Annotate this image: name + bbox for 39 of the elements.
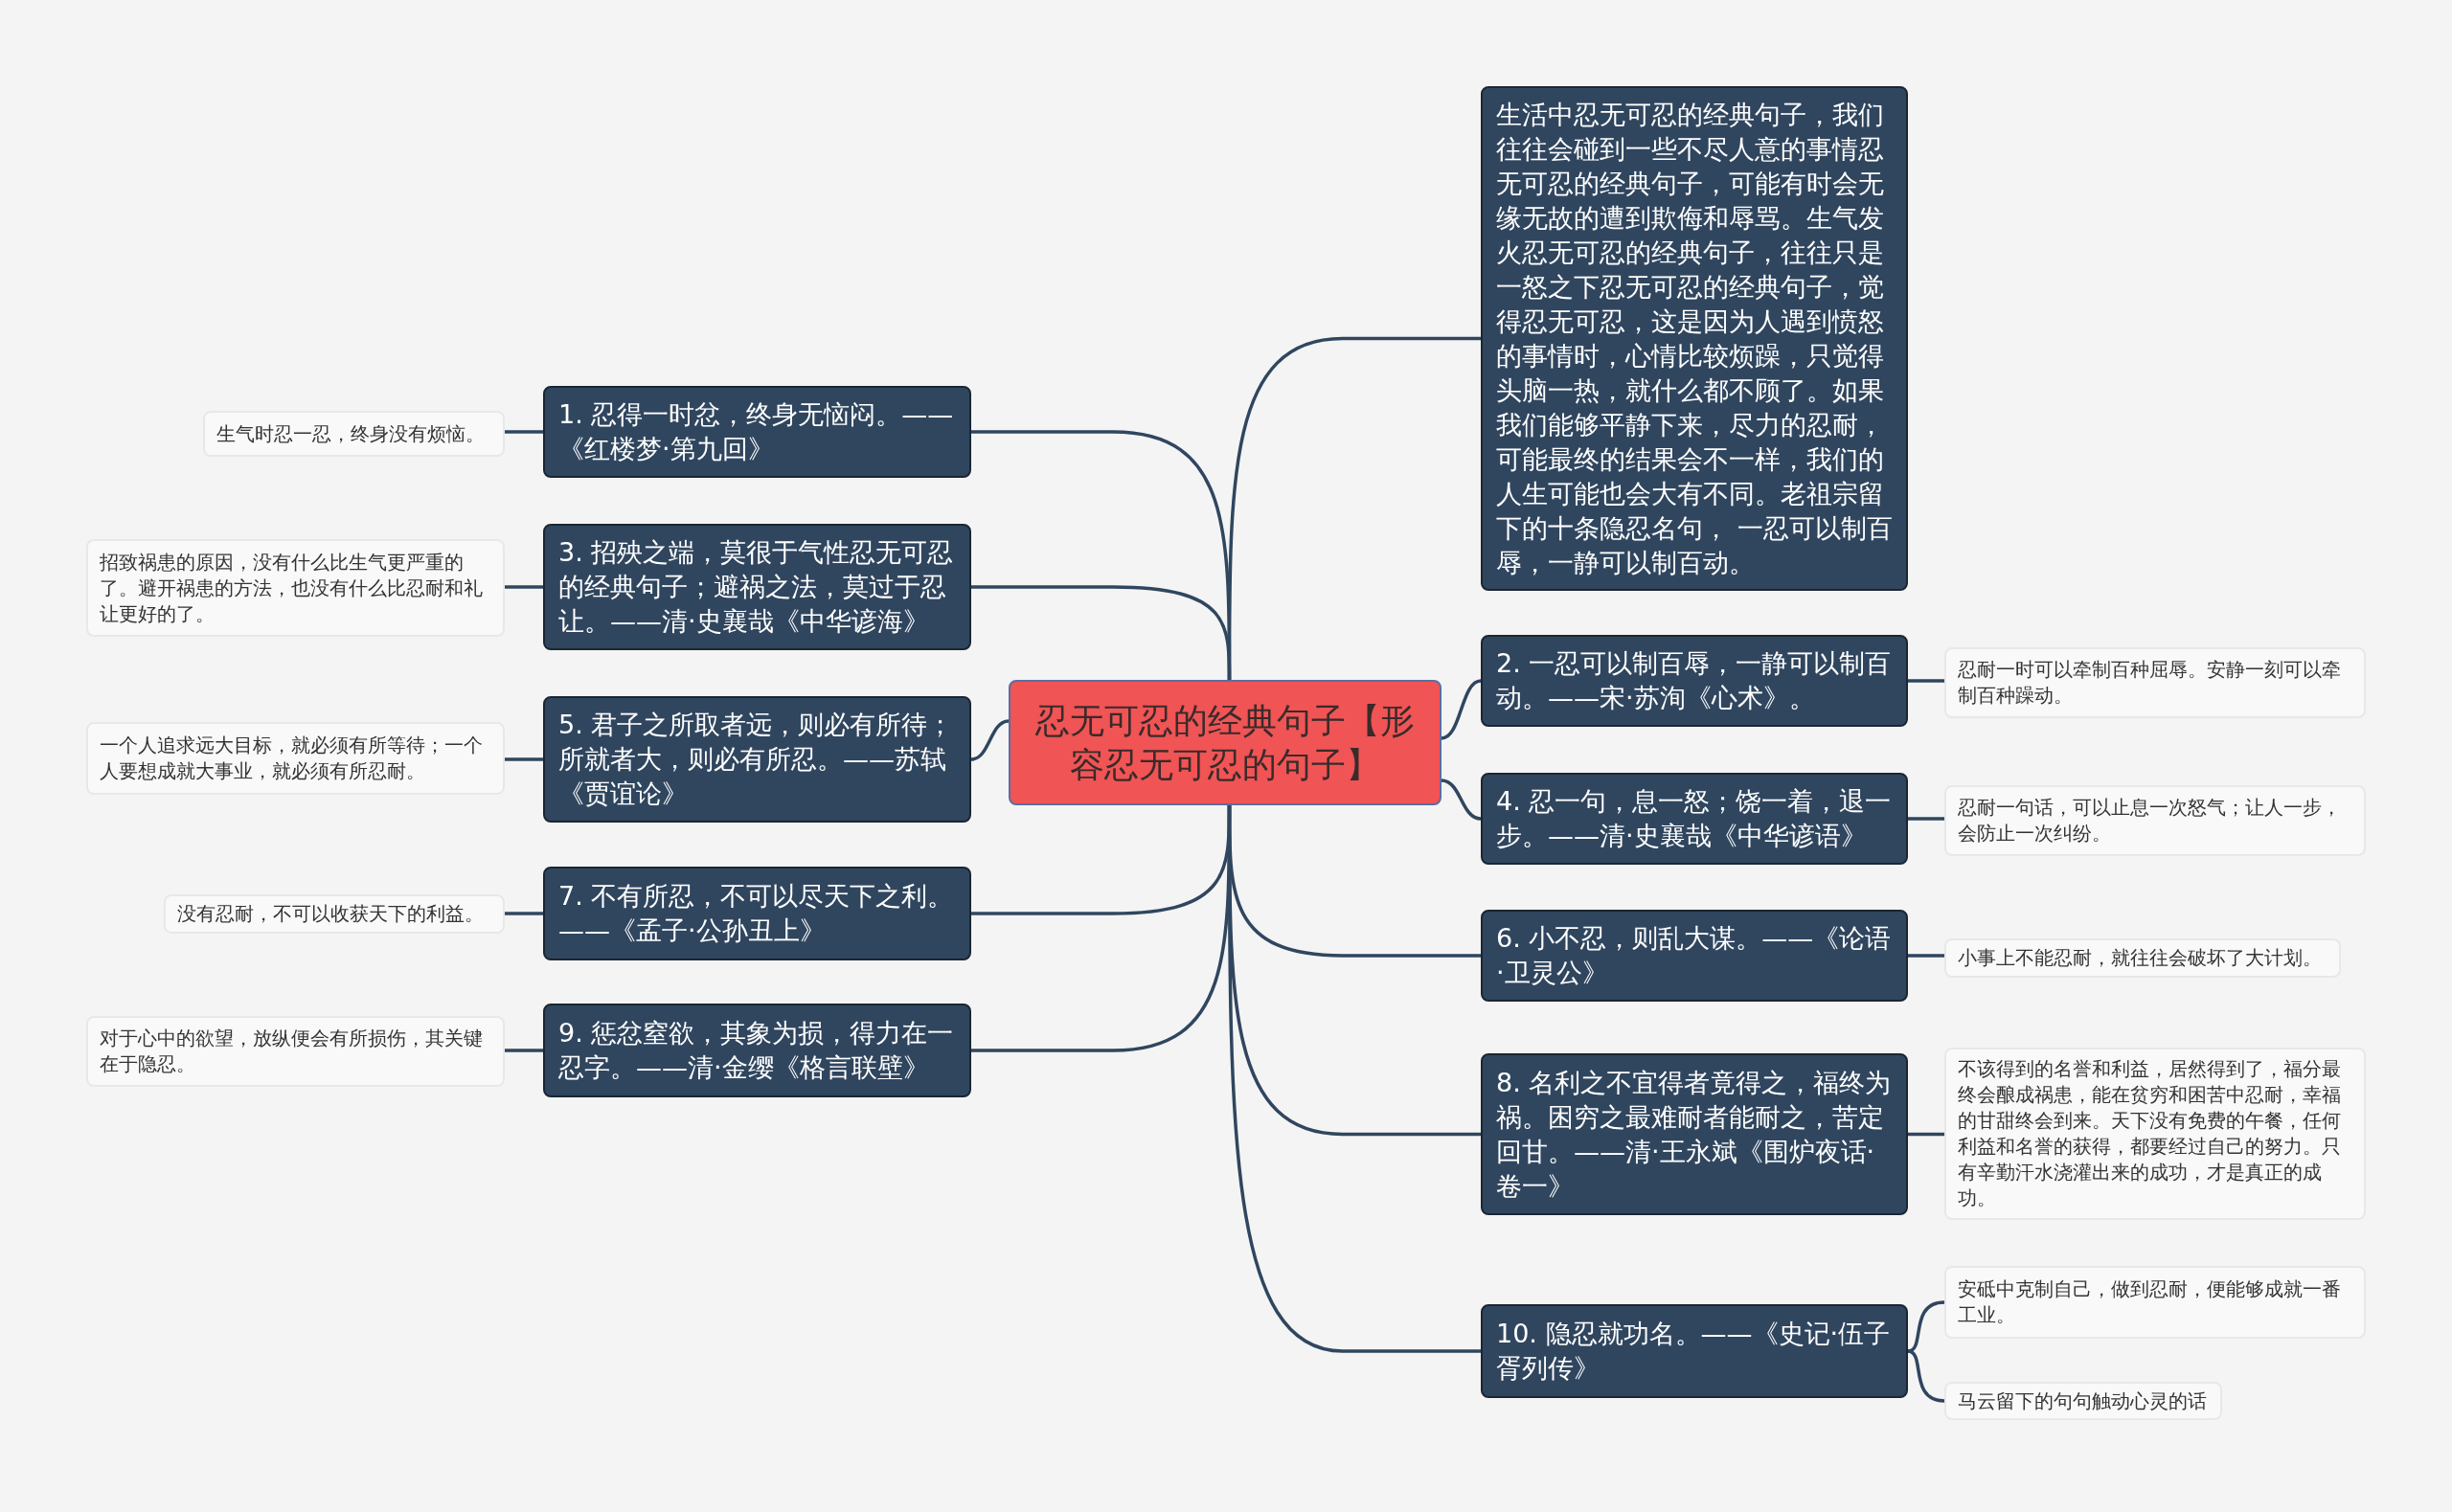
topic-box: 8. 名利之不宜得者竟得之，福终为祸。困穷之最难耐者能耐之，苦定回甘。——清·王永斌《围炉夜话·卷一》 [1481, 1053, 1908, 1215]
note-box: 马云留下的句句触动心灵的话 [1944, 1382, 2222, 1420]
connector [1441, 679, 1482, 740]
topic-box: 生活中忍无可忍的经典句子，我们往往会碰到一些不尽人意的事情忍无可忍的经典句子，可能有时会无缘无故的遭到欺侮和辱骂。生气发火忍无可忍的经典句子，往往只是一怒之下忍无可忍的经典句子，觉得忍无可忍，这是因为人遇到愤怒的事情时，心情比较烦躁，只觉得头脑一热，就什么都不顾了。如果我们能够平静下来，尽力的忍耐，可能最终的结果会不一样，我们的人生可能也会大有不同。老祖宗留下的十条隐忍名句， 一忍可以制百辱，一静可以制百动。 [1481, 86, 1908, 591]
topic-box: 7. 不有所忍，不可以尽天下之利。——《孟子·公孙丑上》 [543, 867, 971, 960]
connector [1907, 1349, 1945, 1403]
connector [1908, 1132, 1944, 1137]
connector [1907, 1300, 1945, 1353]
connector [505, 1049, 543, 1052]
connector [1908, 954, 1944, 958]
topic-box: 5. 君子之所取者远，则必有所待；所就者大，则必有所忍。——苏轼《贾谊论》 [543, 696, 971, 823]
topic-box: 4. 忍一句，息一怒；饶一着，退一步。——清·史襄哉《中华谚语》 [1481, 773, 1908, 865]
connector [1908, 817, 1944, 821]
note-box: 没有忍耐，不可以收获天下的利益。 [164, 894, 505, 934]
connector [505, 912, 543, 915]
note-box: 招致祸患的原因，没有什么比生气更严重的了。避开祸患的方法，也没有什么比忍耐和礼让更好的了。 [86, 539, 505, 637]
connector [970, 719, 1010, 761]
connector [971, 585, 1232, 680]
topic-box: 10. 隐忍就功名。——《史记·伍子胥列传》 [1481, 1304, 1908, 1398]
connector [505, 585, 543, 589]
note-box: 小事上不能忍耐，就往往会破坏了大计划。 [1944, 938, 2341, 978]
connector [1227, 805, 1481, 1353]
connector [1441, 779, 1482, 821]
note-box: 忍耐一时可以牵制百种屈辱。安静一刻可以牵制百种躁动。 [1944, 647, 2366, 718]
note-box: 一个人追求远大目标，就必须有所等待；一个人要想成就大事业，就必须有所忍耐。 [86, 722, 505, 795]
connector [1908, 679, 1944, 683]
topic-box: 3. 招殃之端，莫很于气性忍无可忍的经典句子；避祸之法，莫过于忍让。——清·史襄哉《中华谚海》 [543, 524, 971, 650]
connector [505, 430, 543, 434]
note-box: 不该得到的名誉和利益，居然得到了，福分最终会酿成祸患，能在贫穷和困苦中忍耐，幸福的甘甜终会到来。天下没有免费的午餐，任何利益和名誉的获得，都要经过自己的努力。只有辛勤汗水浇灌出来的成功，才是真正的成功。 [1944, 1048, 2366, 1220]
note-box: 对于心中的欲望，放纵便会有所损伤，其关键在于隐忍。 [86, 1016, 505, 1087]
note-box: 安砥中克制自己，做到忍耐，便能够成就一番工业。 [1944, 1266, 2366, 1339]
topic-box: 1. 忍得一时忿，终身无恼闷。——《红楼梦·第九回》 [543, 386, 971, 478]
topic-box: 6. 小不忍，则乱大谋。——《论语·卫灵公》 [1481, 910, 1908, 1002]
note-box: 生气时忍一忍，终身没有烦恼。 [203, 411, 505, 457]
central-topic-box: 忍无可忍的经典句子【形容忍无可忍的句子】 [1009, 680, 1442, 805]
topic-box: 2. 一忍可以制百辱，一静可以制百动。——宋·苏洵《心术》。 [1481, 635, 1908, 727]
connector [505, 757, 543, 761]
note-box: 忍耐一句话，可以止息一次怒气；让人一步，会防止一次纠纷。 [1944, 785, 2366, 856]
topic-box: 9. 惩忿窒欲，其象为损，得力在一忍字。——清·金缨《格言联壁》 [543, 1004, 971, 1097]
